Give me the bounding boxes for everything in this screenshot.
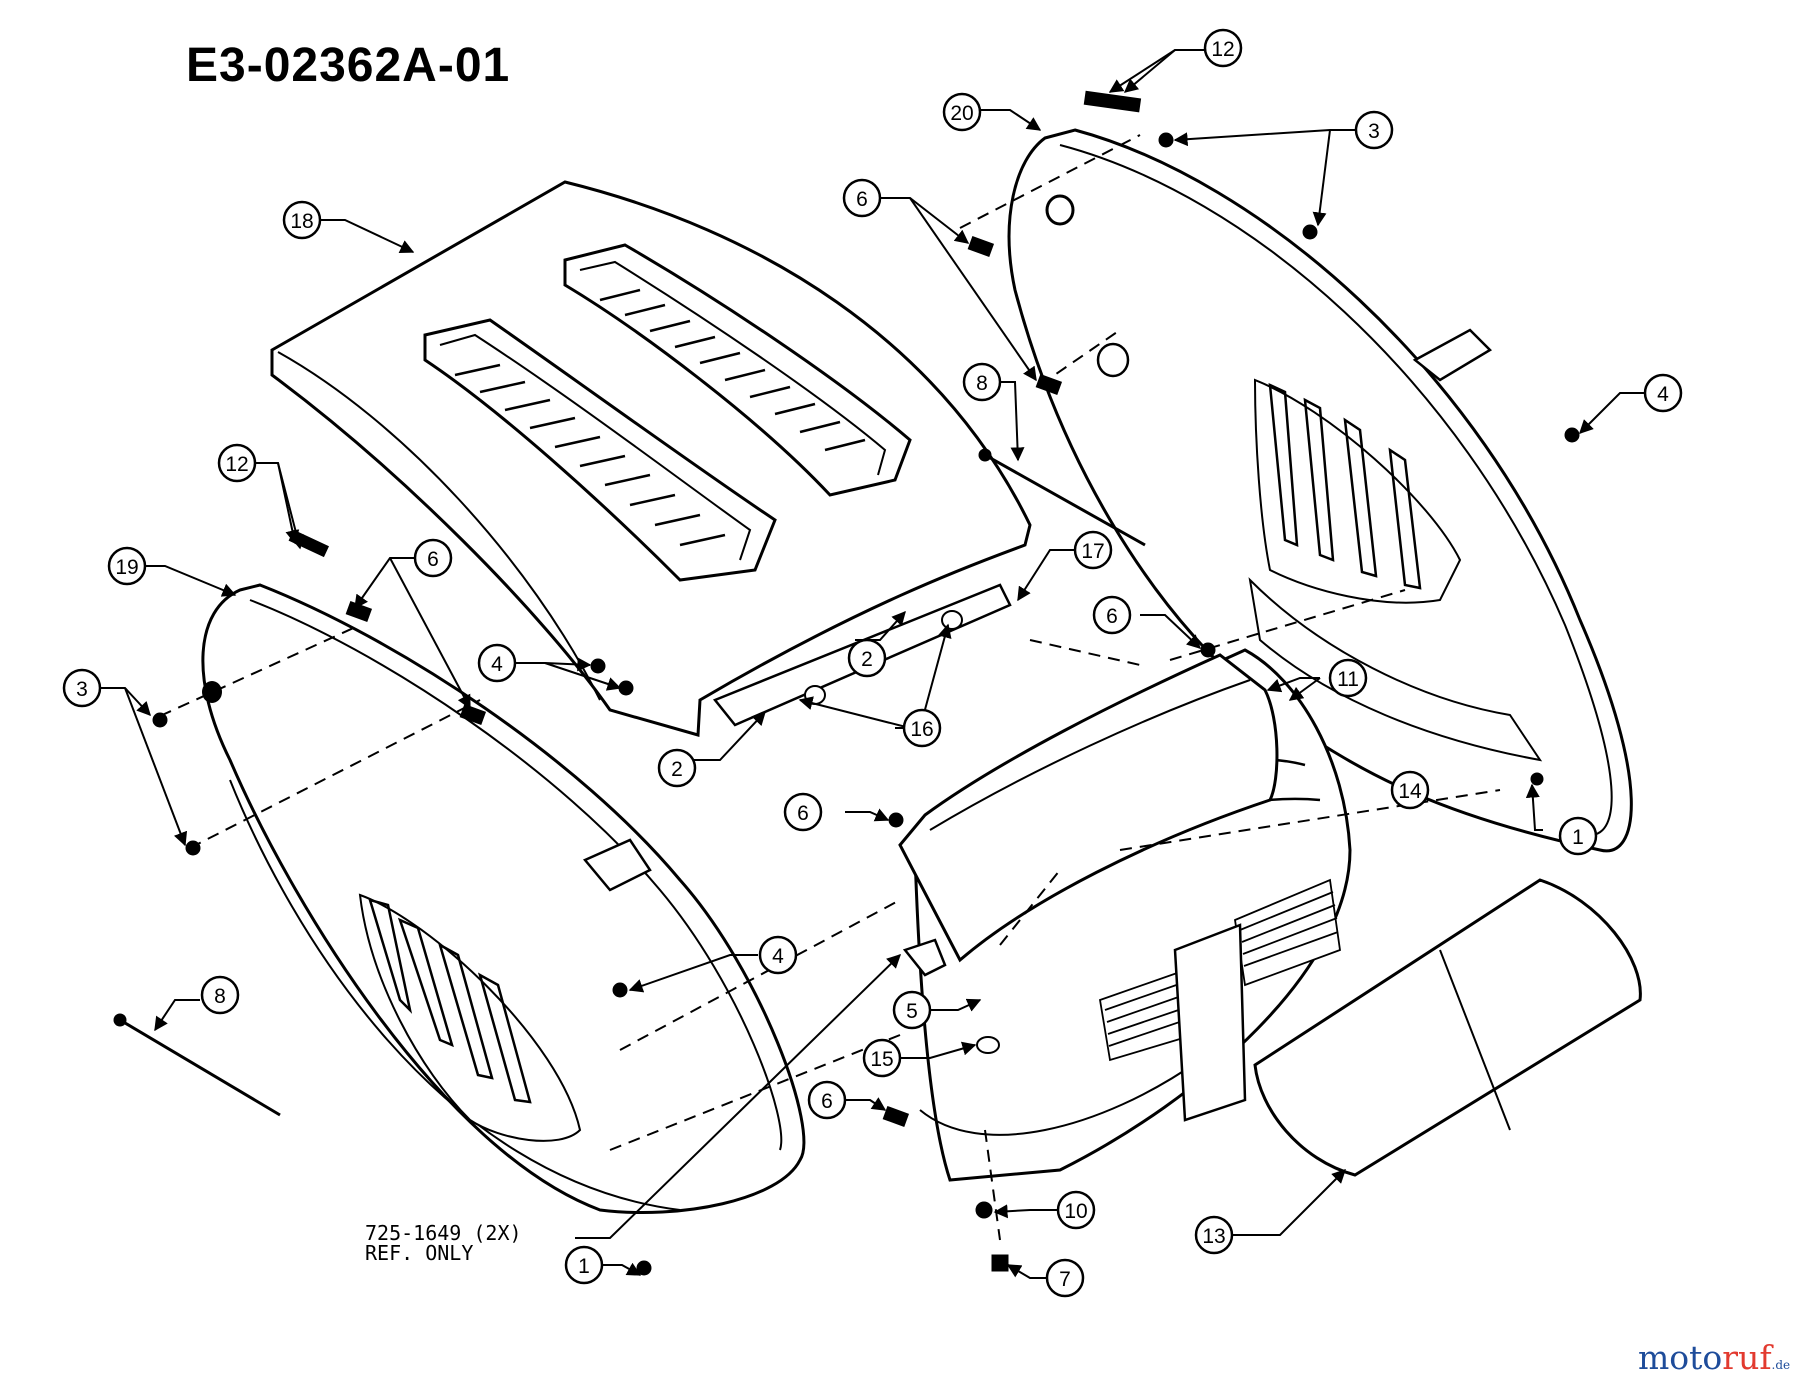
watermark-part1: moto [1638, 1338, 1723, 1377]
svg-text:18: 18 [290, 210, 313, 233]
svg-text:2: 2 [861, 648, 873, 671]
callout-8: 8 [962, 362, 1002, 402]
svg-text:20: 20 [950, 102, 973, 125]
callout-6: 6 [842, 178, 882, 218]
svg-text:1: 1 [578, 1255, 590, 1278]
svg-text:19: 19 [115, 556, 138, 579]
svg-text:6: 6 [1106, 605, 1118, 628]
callout-12: 12 [1203, 28, 1243, 68]
svg-text:12: 12 [225, 453, 248, 476]
svg-text:6: 6 [427, 548, 439, 571]
callout-17: 17 [1073, 530, 1113, 570]
callout-3: 3 [1354, 110, 1394, 150]
callout-4: 4 [758, 935, 798, 975]
svg-text:13: 13 [1202, 1225, 1225, 1248]
callout-11: 11 [1328, 658, 1368, 698]
callout-balloons: 12 20 3 6 18 8 4 12 19 3 6 4 2 17 6 11 2… [62, 28, 1683, 1298]
callout-6: 6 [1092, 595, 1132, 635]
rod-parts [113, 448, 1146, 1117]
alignment-lines [159, 134, 1501, 1241]
reference-note-line2: REF. ONLY [365, 1241, 474, 1265]
svg-text:3: 3 [1368, 120, 1380, 143]
svg-text:12: 12 [1211, 38, 1234, 61]
callout-8: 8 [200, 975, 240, 1015]
reference-note-line1: 725-1649 (2X) [365, 1221, 522, 1245]
svg-text:14: 14 [1398, 780, 1422, 803]
svg-text:6: 6 [821, 1090, 833, 1113]
watermark-part2: ruf [1722, 1338, 1772, 1377]
svg-text:3: 3 [76, 678, 88, 701]
callout-7: 7 [1045, 1258, 1085, 1298]
watermark-suffix: .de [1771, 1358, 1791, 1372]
callout-1: 1 [564, 1245, 604, 1285]
svg-text:4: 4 [772, 945, 784, 968]
callout-4: 4 [477, 643, 517, 683]
svg-text:17: 17 [1081, 540, 1104, 563]
dash-panel [898, 653, 1279, 963]
callout-10: 10 [1056, 1190, 1096, 1230]
callout-19: 19 [107, 546, 147, 586]
callout-12: 12 [217, 443, 257, 483]
svg-text:6: 6 [856, 188, 868, 211]
callout-6: 6 [807, 1080, 847, 1120]
callout-16: 16 [902, 708, 942, 748]
right-side-panel [1007, 128, 1633, 853]
callout-3: 3 [62, 668, 102, 708]
svg-text:4: 4 [1657, 383, 1669, 406]
svg-text:5: 5 [906, 1000, 918, 1023]
callout-13: 13 [1194, 1215, 1234, 1255]
svg-text:4: 4 [491, 653, 503, 676]
callout-18: 18 [282, 200, 322, 240]
callout-15: 15 [862, 1038, 902, 1078]
reference-note: 725-1649 (2X) REF. ONLY [365, 1223, 522, 1263]
lens-part [1253, 878, 1642, 1177]
svg-text:10: 10 [1064, 1200, 1087, 1223]
svg-text:15: 15 [870, 1048, 893, 1071]
diagram-title: E3-02362A-01 [186, 39, 511, 92]
svg-text:1: 1 [1572, 826, 1584, 849]
callout-14: 14 [1390, 770, 1430, 810]
svg-text:2: 2 [671, 758, 683, 781]
svg-text:8: 8 [214, 985, 226, 1008]
fasteners [152, 90, 1580, 1276]
left-side-panel [201, 583, 806, 1215]
svg-text:16: 16 [910, 718, 933, 741]
callout-6: 6 [783, 792, 823, 832]
callout-1: 1 [1558, 816, 1598, 856]
watermark-logo: motoruf.de [1638, 1340, 1790, 1383]
callout-4: 4 [1643, 373, 1683, 413]
callout-2: 2 [657, 748, 697, 788]
svg-text:7: 7 [1059, 1268, 1071, 1291]
callout-5: 5 [892, 990, 932, 1030]
callout-2: 2 [847, 638, 887, 678]
svg-text:6: 6 [797, 802, 809, 825]
callout-6: 6 [413, 538, 453, 578]
svg-text:11: 11 [1337, 668, 1359, 691]
callout-20: 20 [942, 92, 982, 132]
svg-text:8: 8 [976, 372, 988, 395]
